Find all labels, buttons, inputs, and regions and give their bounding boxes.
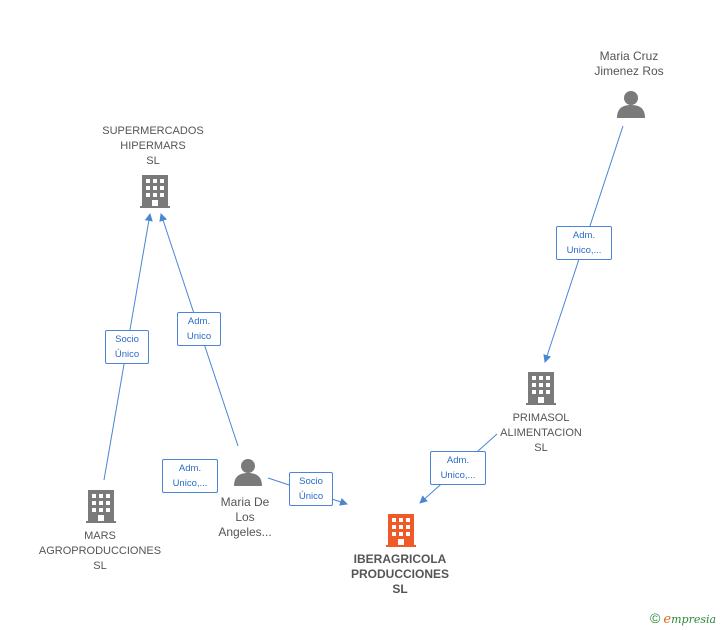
label-line: Adm.: [178, 463, 202, 474]
label-line: Adm.: [446, 455, 470, 466]
edge-label-mars-supermercados[interactable]: Socio Único: [105, 330, 149, 364]
label-line: SL: [146, 155, 160, 167]
edge-label-mariacruz-primasol[interactable]: Adm. Unico,...: [556, 226, 612, 260]
brand-footer[interactable]: © empresia: [650, 610, 716, 627]
label-line: Los: [235, 510, 255, 524]
label-line: Unico,...: [440, 470, 476, 481]
building-icon: [140, 175, 170, 208]
label-line: Adm.: [187, 316, 211, 327]
label-line: ALIMENTACION: [500, 427, 582, 439]
label-line: HIPERMARS: [120, 140, 186, 152]
label-line: Socio: [115, 334, 139, 345]
label-line: IBERAGRICOLA: [353, 552, 447, 566]
label-line: Unico,...: [566, 245, 602, 256]
main-building-icon: [386, 514, 416, 547]
person-icon: [234, 459, 262, 486]
node-label-mars[interactable]: MARS AGROPRODUCCIONES SL: [20, 529, 180, 574]
label-line: Unico: [186, 331, 212, 342]
node-label-maria-de[interactable]: Maria De Los Angeles...: [165, 495, 325, 540]
label-line: Socio: [299, 476, 323, 487]
label-line: Unico,...: [172, 478, 208, 489]
copyright-icon: ©: [650, 610, 661, 626]
building-icon: [526, 372, 556, 405]
label-line: SL: [534, 442, 548, 454]
node-label-supermercados[interactable]: SUPERMERCADOS HIPERMARS SL: [73, 124, 233, 169]
person-icon: [617, 91, 645, 118]
building-icon: [86, 490, 116, 523]
node-label-maria-cruz[interactable]: Maria Cruz Jimenez Ros: [549, 49, 709, 79]
label-line: Angeles...: [218, 525, 272, 539]
label-line: MARS: [84, 530, 116, 542]
label-line: Adm.: [572, 230, 596, 241]
edge-label-mariade-iberagricola[interactable]: Socio Único: [289, 472, 333, 506]
label-line: SUPERMERCADOS: [102, 125, 204, 137]
label-line: SL: [392, 582, 408, 596]
label-line: Único: [298, 491, 324, 502]
label-line: AGROPRODUCCIONES: [38, 545, 162, 557]
edge-label-mariade-supermercados[interactable]: Adm. Unico: [177, 312, 221, 346]
label-line: Maria Cruz: [599, 49, 659, 63]
node-label-primasol[interactable]: PRIMASOL ALIMENTACION SL: [461, 411, 621, 456]
brand-logo-text: mpresia: [671, 613, 717, 626]
label-line: Jimenez Ros: [594, 64, 664, 78]
brand-logo-e: e: [663, 612, 672, 627]
label-line: Único: [114, 349, 140, 360]
label-line: PRODUCCIONES: [350, 567, 449, 581]
label-line: PRIMASOL: [512, 412, 570, 424]
edge-label-mariade-self[interactable]: Adm. Unico,...: [162, 459, 218, 493]
label-line: Maria De: [220, 495, 270, 509]
label-line: SL: [93, 560, 107, 572]
edge-label-primasol-iberagricola[interactable]: Adm. Unico,...: [430, 451, 486, 485]
node-label-iberagricola[interactable]: IBERAGRICOLA PRODUCCIONES SL: [320, 552, 480, 597]
